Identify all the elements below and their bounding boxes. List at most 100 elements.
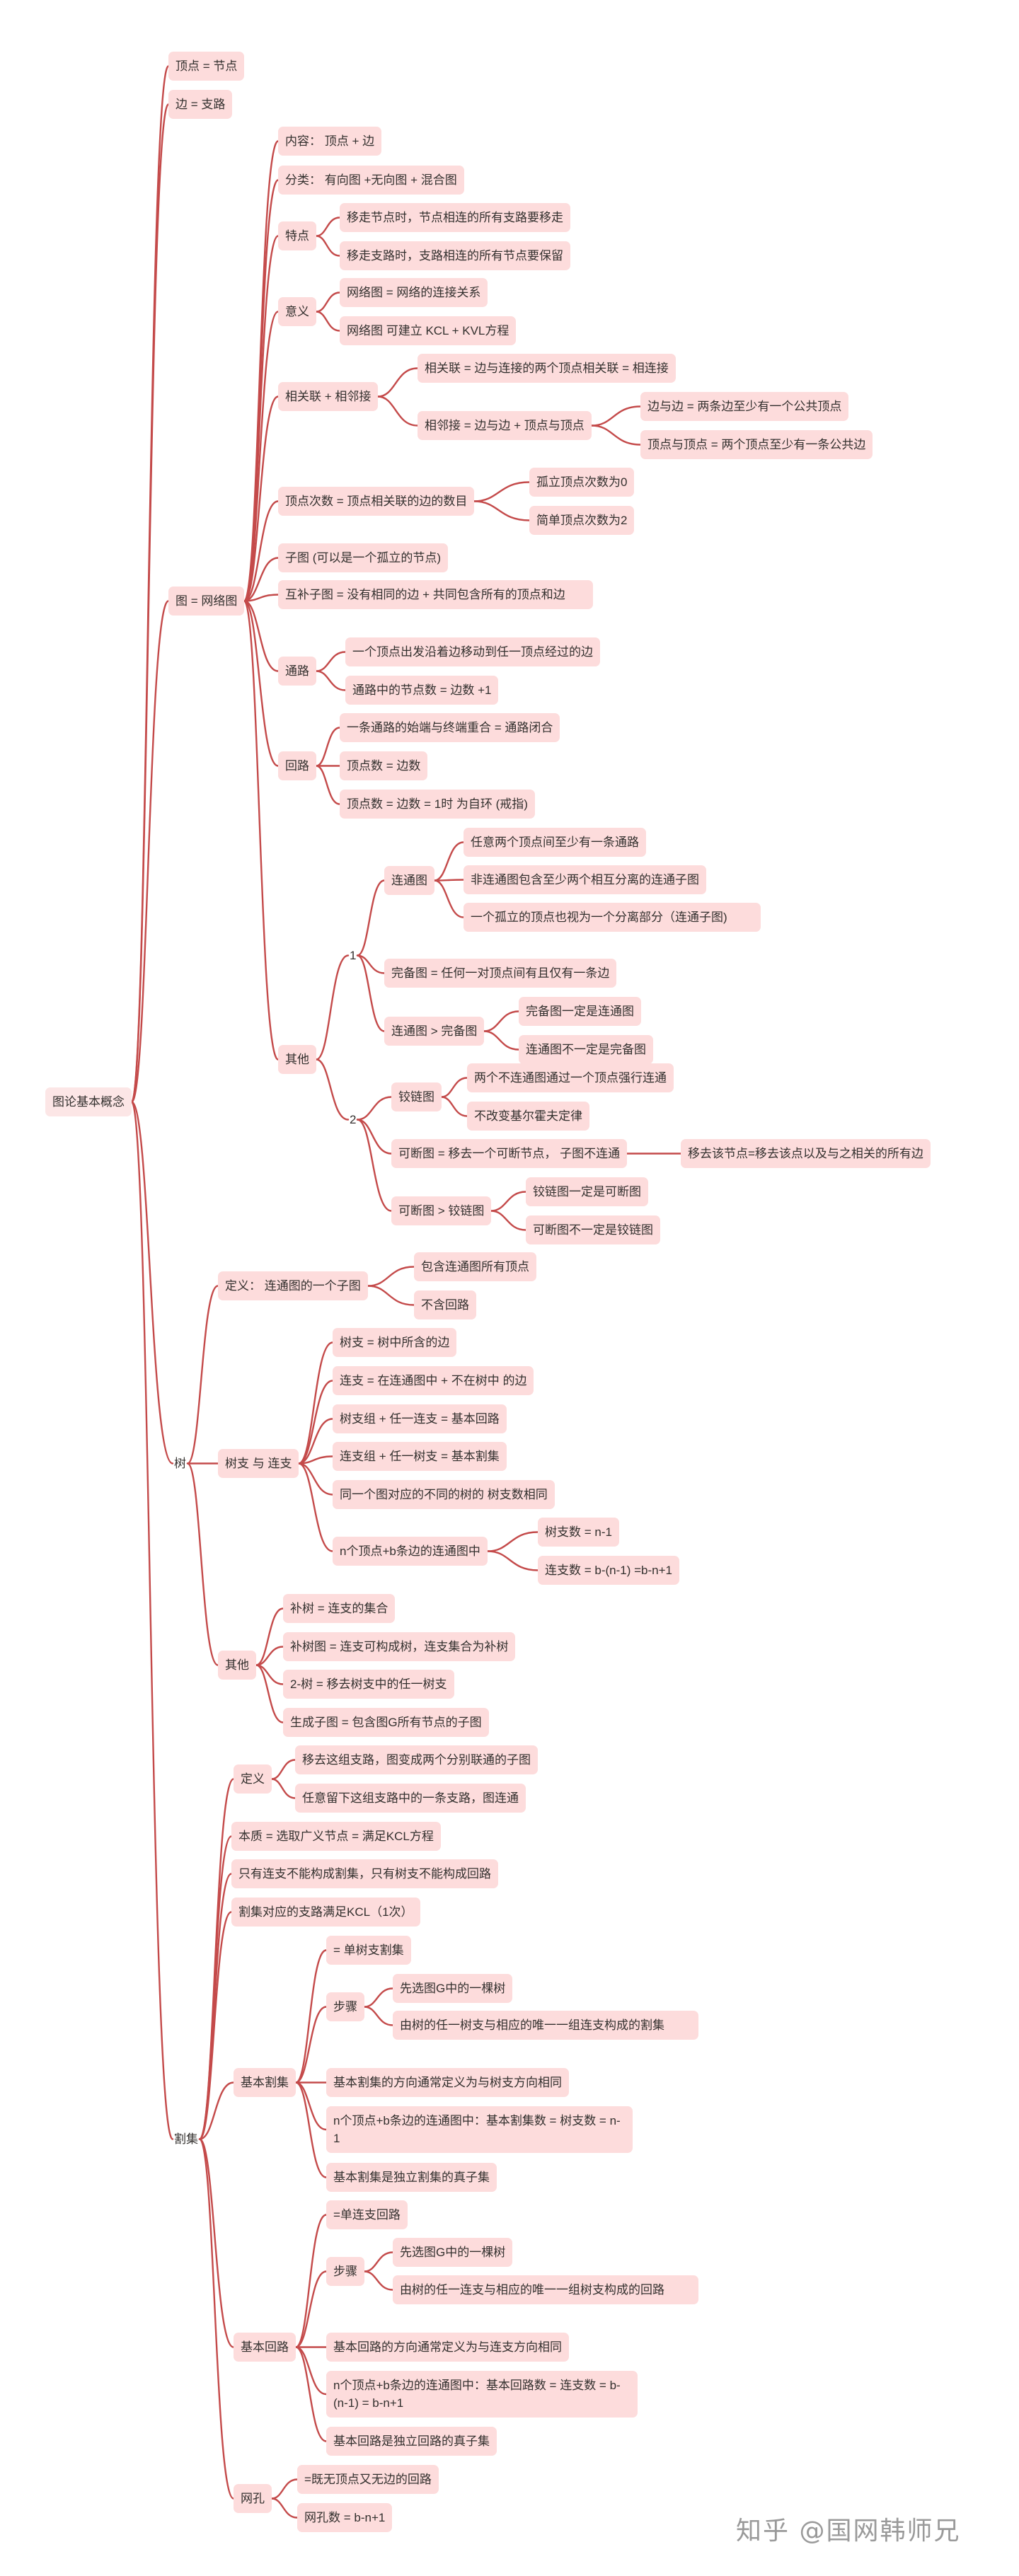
basic-cut-item[interactable]: 基本割集的方向通常定义为与树支方向相同 <box>326 2068 569 2097</box>
node-cutset[interactable]: 割集 <box>174 2132 198 2146</box>
graph-path[interactable]: 通路 <box>278 657 316 686</box>
graph-adjacent-item[interactable]: 顶点与顶点 = 两个顶点至少有一条公共边 <box>640 430 873 459</box>
tree-other-item[interactable]: 2-树 = 移去树支中的任一树支 <box>283 1670 454 1699</box>
tree-other-item[interactable]: 生成子图 = 包含图G所有节点的子图 <box>283 1708 489 1737</box>
tree-count-item[interactable]: 连支数 = b-(n-1) =b-n+1 <box>538 1556 679 1585</box>
tree-other-item[interactable]: 补树 = 连支的集合 <box>283 1594 396 1623</box>
tree-branch-link-item[interactable]: n个顶点+b条边的连通图中 <box>333 1537 488 1566</box>
graph-meaning-item[interactable]: 网络图 = 网络的连接关系 <box>340 278 488 307</box>
graph-hinge-item[interactable]: 两个不连通图通过一个顶点强行连通 <box>467 1063 674 1092</box>
graph-other[interactable]: 其他 <box>278 1045 316 1074</box>
basic-loop-steps[interactable]: 步骤 <box>326 2257 364 2286</box>
graph-group-1[interactable]: 1 <box>350 949 357 962</box>
basic-cut-item[interactable]: = 单树支割集 <box>326 1936 411 1965</box>
node-vertex[interactable]: 顶点 = 节点 <box>168 52 245 81</box>
graph-connected-item[interactable]: 非连通图包含至少两个相互分离的连通子图 <box>464 865 706 894</box>
tree-branch-link-item[interactable]: 同一个图对应的不同的树的 树支数相同 <box>333 1480 555 1509</box>
graph-connected-item[interactable]: 一个孤立的顶点也视为一个分离部分（连通子图) <box>464 903 761 932</box>
tree-branch-link-item[interactable]: 连支组 + 任一树支 = 基本割集 <box>333 1442 507 1471</box>
basic-loop-step[interactable]: 由树的任一连支与相应的唯一一组树支构成的回路 <box>393 2275 698 2304</box>
connector-line <box>186 1285 219 1465</box>
tree-branch-link-item[interactable]: 树支 = 树中所含的边 <box>333 1328 457 1357</box>
graph-hinge-item[interactable]: 不改变基尔霍夫定律 <box>467 1102 589 1131</box>
tree-other[interactable]: 其他 <box>218 1651 256 1680</box>
graph-feature-item[interactable]: 移走支路时，支路相连的所有节点要保留 <box>340 241 570 270</box>
graph-loop-item[interactable]: 一条通路的始端与终端重合 = 通路闭合 <box>340 713 560 742</box>
graph-group-2[interactable]: 2 <box>350 1113 357 1126</box>
graph-subgraph[interactable]: 子图 (可以是一个孤立的节点) <box>278 543 449 572</box>
mesh-item[interactable]: =既无顶点又无边的回路 <box>297 2465 439 2494</box>
graph-degree-item[interactable]: 孤立顶点次数为0 <box>529 468 635 497</box>
graph-meaning-item[interactable]: 网络图 可建立 KCL + KVL方程 <box>340 316 517 345</box>
node-edge[interactable]: 边 = 支路 <box>168 90 233 119</box>
graph-connected-item[interactable]: 任意两个顶点间至少有一条通路 <box>464 828 646 857</box>
graph-complete[interactable]: 完备图 = 任何一对顶点间有且仅有一条边 <box>384 959 617 988</box>
graph-adjacent-item[interactable]: 边与边 = 两条边至少有一个公共顶点 <box>640 392 849 421</box>
watermark: 知乎 @国网韩师兄 <box>736 2517 961 2546</box>
basic-cut-steps[interactable]: 步骤 <box>326 1992 364 2021</box>
cutset-definition[interactable]: 定义 <box>234 1764 272 1794</box>
tree-other-item[interactable]: 补树图 = 连支可构成树，连支集合为补树 <box>283 1632 516 1661</box>
cutset-basic-cut[interactable]: 基本割集 <box>234 2068 296 2097</box>
graph-path-item[interactable]: 一个顶点出发沿着边移动到任一顶点经过的边 <box>345 637 600 666</box>
tree-branch-link[interactable]: 树支 与 连支 <box>218 1449 299 1478</box>
graph-adjacent[interactable]: 相邻接 = 边与边 + 顶点与顶点 <box>418 411 592 440</box>
graph-degree-item[interactable]: 简单顶点次数为2 <box>529 506 635 535</box>
tree-branch-link-item[interactable]: 树支组 + 任一连支 = 基本回路 <box>333 1404 507 1433</box>
graph-separable-item[interactable]: 移去该节点=移去该点以及与之相关的所有边 <box>681 1139 931 1168</box>
cutset-definition-item[interactable]: 移去这组支路，图变成两个分别联通的子图 <box>295 1745 538 1774</box>
graph-complement[interactable]: 互补子图 = 没有相同的边 + 共同包含所有的顶点和边 <box>278 580 593 609</box>
tree-definition[interactable]: 定义： 连通图的一个子图 <box>218 1271 368 1300</box>
graph-assoc[interactable]: 相关联 + 相邻接 <box>278 382 379 411</box>
basic-cut-step[interactable]: 由树的任一树支与相应的唯一一组连支构成的割集 <box>393 2011 698 2040</box>
connector-line <box>294 2214 328 2348</box>
graph-assoc-item[interactable]: 相关联 = 边与连接的两个顶点相关联 = 相连接 <box>418 354 676 383</box>
basic-loop-item[interactable]: =单连支回路 <box>326 2200 408 2229</box>
root-node[interactable]: 图论基本概念 <box>45 1087 132 1116</box>
connector-line <box>315 1058 350 1121</box>
graph-feature[interactable]: 特点 <box>278 221 316 250</box>
basic-loop-item[interactable]: n个顶点+b条边的连通图中：基本回路数 = 连支数 = b-(n-1) = b-… <box>326 2371 638 2418</box>
connector-line <box>315 216 341 237</box>
node-graph[interactable]: 图 = 网络图 <box>168 587 245 616</box>
graph-hinge[interactable]: 铰链图 <box>391 1082 442 1111</box>
tree-count-item[interactable]: 树支数 = n-1 <box>538 1518 619 1547</box>
graph-conn-vs-comp[interactable]: 连通图 > 完备图 <box>384 1017 485 1046</box>
mesh-item[interactable]: 网孔数 = b-n+1 <box>297 2503 393 2532</box>
connector-line <box>486 1531 539 1552</box>
basic-loop-item[interactable]: 基本回路的方向通常定义为与连支方向相同 <box>326 2333 569 2362</box>
basic-cut-step[interactable]: 先选图G中的一棵树 <box>393 1974 513 2003</box>
graph-conn-vs-comp-item[interactable]: 连通图不一定是完备图 <box>519 1035 653 1064</box>
graph-sep-vs-hinge-item[interactable]: 铰链图一定是可断图 <box>526 1177 648 1206</box>
basic-loop-step[interactable]: 先选图G中的一棵树 <box>393 2238 513 2267</box>
graph-loop[interactable]: 回路 <box>278 751 316 780</box>
graph-classify[interactable]: 分类： 有向图 +无向图 + 混合图 <box>278 166 464 195</box>
tree-definition-item[interactable]: 不含回路 <box>414 1290 476 1319</box>
cutset-kcl[interactable]: 割集对应的支路满足KCL（1次） <box>231 1898 420 1927</box>
tree-branch-link-item[interactable]: 连支 = 在连通图中 + 不在树中 的边 <box>333 1366 534 1395</box>
tree-definition-item[interactable]: 包含连通图所有顶点 <box>414 1252 536 1281</box>
graph-path-item[interactable]: 通路中的节点数 = 边数 +1 <box>345 676 499 705</box>
graph-degree[interactable]: 顶点次数 = 顶点相关联的边的数目 <box>278 487 475 516</box>
node-tree[interactable]: 树 <box>174 1457 186 1470</box>
graph-conn-vs-comp-item[interactable]: 完备图一定是连通图 <box>519 997 641 1026</box>
graph-connected[interactable]: 连通图 <box>384 866 434 895</box>
connector-line <box>315 670 347 691</box>
cutset-mesh[interactable]: 网孔 <box>234 2484 272 2513</box>
graph-content[interactable]: 内容： 顶点 + 边 <box>278 127 382 156</box>
graph-loop-item[interactable]: 顶点数 = 边数 <box>340 751 428 780</box>
graph-sep-vs-hinge-item[interactable]: 可断图不一定是铰链图 <box>526 1215 660 1244</box>
graph-meaning[interactable]: 意义 <box>278 297 316 326</box>
cutset-only-link[interactable]: 只有连支不能构成割集，只有树支不能构成回路 <box>231 1859 498 1888</box>
cutset-definition-item[interactable]: 任意留下这组支路中的一条支路，图连通 <box>295 1784 526 1813</box>
connector-line <box>356 1096 393 1121</box>
basic-loop-item[interactable]: 基本回路是独立回路的真子集 <box>326 2427 497 2456</box>
cutset-essence[interactable]: 本质 = 选取广义节点 = 满足KCL方程 <box>231 1822 441 1851</box>
graph-separable[interactable]: 可断图 = 移去一个可断节点， 子图不连通 <box>391 1139 628 1168</box>
graph-feature-item[interactable]: 移走节点时，节点相连的所有支路要移走 <box>340 203 570 232</box>
cutset-basic-loop[interactable]: 基本回路 <box>234 2333 296 2362</box>
basic-cut-item[interactable]: n个顶点+b条边的连通图中：基本割集数 = 树支数 = n-1 <box>326 2106 633 2153</box>
graph-sep-vs-hinge[interactable]: 可断图 > 铰链图 <box>391 1196 492 1225</box>
basic-cut-item[interactable]: 基本割集是独立割集的真子集 <box>326 2163 497 2192</box>
graph-loop-item[interactable]: 顶点数 = 边数 = 1时 为自环 (戒指) <box>340 790 535 819</box>
